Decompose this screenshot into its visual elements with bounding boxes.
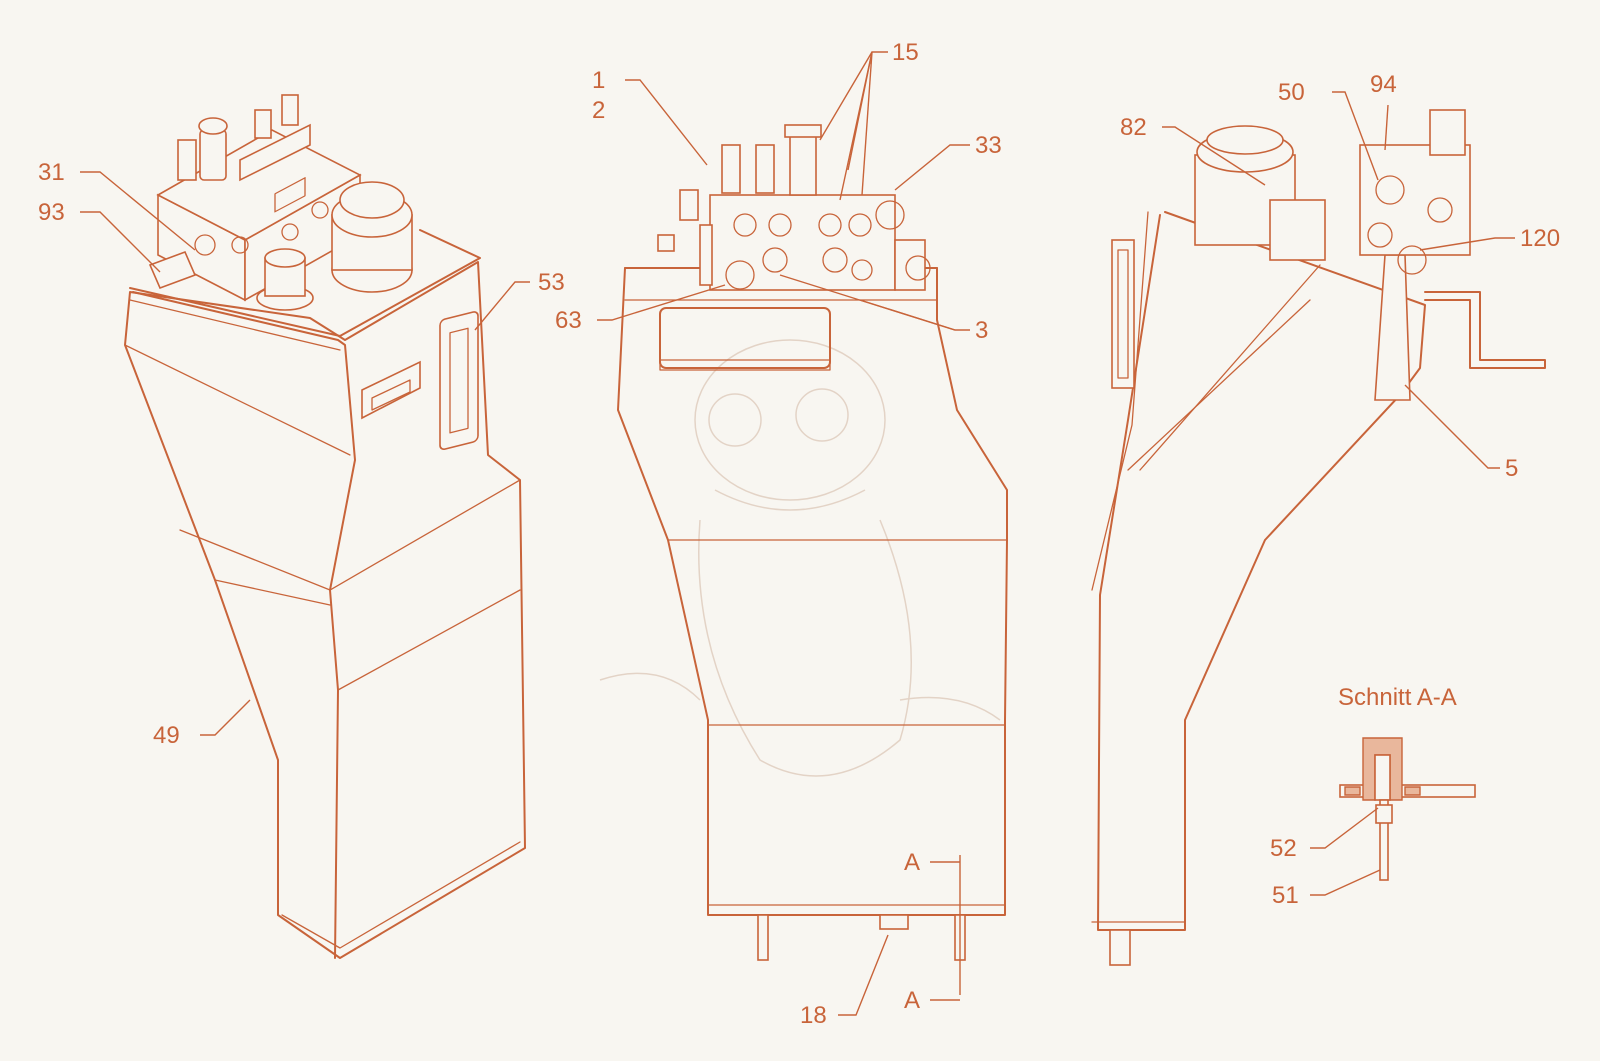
section-a-a [1339,737,1476,881]
callout-50: 50 [1278,79,1305,106]
section-marker-bottom: A [904,987,920,1014]
callout-15: 15 [892,39,919,66]
valve-block-front [657,124,931,291]
callout-63: 63 [555,307,582,334]
callout-labels: 31 93 53 49 1 2 15 33 3 63 18 82 50 94 1… [38,39,1560,1029]
callout-31: 31 [38,159,65,186]
callout-94: 94 [1370,71,1397,98]
section-marker-top: A [904,849,920,876]
callout-51: 51 [1272,882,1299,909]
section-title: Schnitt A-A [1338,684,1457,711]
callout-3: 3 [975,317,988,344]
callout-52: 52 [1270,835,1297,862]
leader-lines [80,51,1515,1016]
callout-93: 93 [38,199,65,226]
callout-53: 53 [538,269,565,296]
tank-outline-side [1097,211,1426,931]
sight-glass [439,311,479,451]
callout-82: 82 [1120,114,1147,141]
callout-33: 33 [975,132,1002,159]
callout-49: 49 [153,722,180,749]
callout-1: 1 [592,67,605,94]
callout-2: 2 [592,97,605,124]
callout-5: 5 [1505,455,1518,482]
isometric-view [124,94,526,959]
callout-18: 18 [800,1002,827,1029]
side-view [1091,109,1546,966]
callout-120: 120 [1520,225,1560,252]
front-view [617,124,1008,1001]
background-watermark [599,339,1001,777]
tank-outline-front [617,267,1008,916]
valve-block-iso [148,94,413,311]
